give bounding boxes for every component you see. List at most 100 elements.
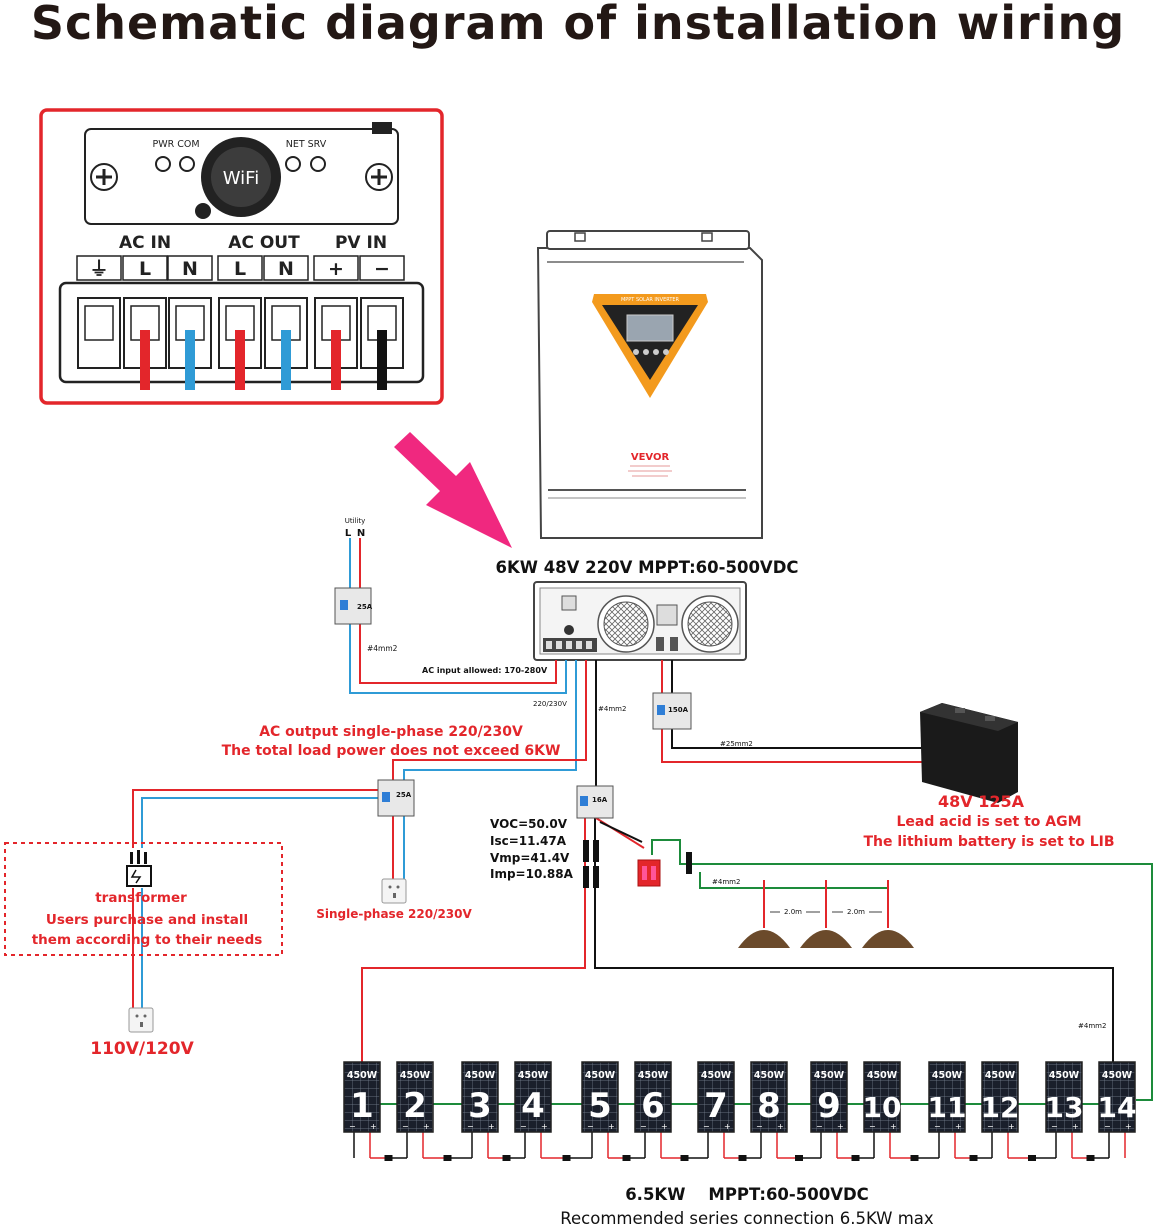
breaker-battery: 150A bbox=[652, 692, 692, 730]
panel-minus-icon: − bbox=[349, 1122, 356, 1131]
terminal-label-4: N bbox=[278, 258, 294, 280]
solar-panel-number-14: 14 bbox=[1098, 1091, 1137, 1124]
panel-plus-icon: + bbox=[423, 1122, 430, 1131]
transformer-icon bbox=[126, 850, 152, 887]
solar-panel-number-5: 5 bbox=[588, 1086, 612, 1126]
ac-output-line2: The total load power does not exceed 6KW bbox=[222, 743, 561, 759]
solar-panel-watt-6: 450W bbox=[638, 1070, 669, 1081]
pv-spec-isc: Isc=11.47A bbox=[490, 834, 567, 848]
panel-plus-icon: + bbox=[777, 1122, 784, 1131]
battery-note-agm: Lead acid is set to AGM bbox=[896, 814, 1081, 830]
panel-minus-icon: − bbox=[756, 1122, 763, 1131]
battery-spec: 48V 125A bbox=[938, 792, 1025, 811]
transformer-note2: them according to their needs bbox=[32, 932, 263, 948]
solar-panel-number-11: 11 bbox=[928, 1091, 967, 1124]
utility-wire-label: #4mm2 bbox=[367, 644, 398, 653]
transformer-box: transformer Users purchase and install t… bbox=[4, 842, 283, 956]
panel-plus-icon: + bbox=[488, 1122, 495, 1131]
terminal-block-6 bbox=[360, 297, 404, 390]
solar-panel-number-9: 9 bbox=[817, 1086, 841, 1126]
battery-icon bbox=[920, 703, 1018, 803]
panel-plus-icon: + bbox=[724, 1122, 731, 1131]
solar-panel-watt-3: 450W bbox=[465, 1070, 496, 1081]
panel-wire-label: #4mm2 bbox=[1078, 1022, 1106, 1030]
panel-minus-icon: − bbox=[934, 1122, 941, 1131]
panel-plus-icon: + bbox=[1008, 1122, 1015, 1131]
ac-input-label: AC input allowed: 170-280V bbox=[422, 666, 548, 675]
pv-wire-label: #4mm2 bbox=[598, 705, 626, 713]
pink-arrow-icon bbox=[394, 432, 512, 548]
inverter-spec: 6KW 48V 220V MPPT:60-500VDC bbox=[495, 558, 798, 577]
terminal-label-2: N bbox=[182, 258, 198, 280]
inverter-bottom bbox=[533, 581, 747, 661]
group-label-ac-in: AC IN bbox=[119, 233, 171, 253]
solar-panel-8: 450W 8− + bbox=[750, 1061, 788, 1133]
page-title: Schematic diagram of installation wiring bbox=[30, 0, 1126, 50]
solar-panel-watt-13: 450W bbox=[1049, 1070, 1080, 1081]
indicator-label-right: NET SRV bbox=[286, 139, 327, 150]
breaker-pv: 16A bbox=[576, 785, 614, 819]
breaker-pv-rating: 16A bbox=[592, 796, 608, 804]
solar-panel-watt-14: 450W bbox=[1102, 1070, 1133, 1081]
group-label-pv-in: PV IN bbox=[335, 233, 387, 253]
terminal-block-4 bbox=[264, 297, 308, 390]
ground-spacing-1: 2.0m bbox=[784, 908, 802, 916]
solar-panel-number-12: 12 bbox=[981, 1091, 1020, 1124]
utility-n-label: N bbox=[357, 528, 365, 539]
solar-panel-watt-4: 450W bbox=[518, 1070, 549, 1081]
terminal-block-0 bbox=[77, 297, 121, 369]
socket-icon bbox=[381, 878, 407, 904]
wifi-label: WiFi bbox=[223, 168, 259, 189]
battery-note-lib: The lithium battery is set to LIB bbox=[863, 834, 1114, 850]
socket-low-voltage-icon bbox=[128, 1007, 154, 1033]
ground-wire-label: #4mm2 bbox=[712, 878, 740, 886]
ground-pile-icons bbox=[738, 930, 914, 948]
inverter-brand: VEVOR bbox=[631, 452, 670, 463]
pv-spec-vmp: Vmp=41.4V bbox=[490, 851, 570, 865]
breaker-utility-rating: 25A bbox=[357, 603, 373, 611]
panel-minus-icon: − bbox=[587, 1122, 594, 1131]
panel-minus-icon: − bbox=[816, 1122, 823, 1131]
solar-panel-number-10: 10 bbox=[863, 1091, 902, 1124]
panel-plus-icon: + bbox=[608, 1122, 615, 1131]
pv-spec-imp: Imp=10.88A bbox=[490, 867, 574, 881]
terminal-label-1: L bbox=[139, 258, 151, 280]
ground-spacing-2: 2.0m bbox=[847, 908, 865, 916]
solar-panel-watt-8: 450W bbox=[754, 1070, 785, 1081]
transformer-note1: Users purchase and install bbox=[46, 912, 248, 928]
solar-panel-number-13: 13 bbox=[1045, 1091, 1084, 1124]
breaker-battery-rating: 150A bbox=[668, 706, 689, 714]
panel-plus-icon: + bbox=[890, 1122, 897, 1131]
panel-minus-icon: − bbox=[640, 1122, 647, 1131]
footer-spec: 6.5KW MPPT:60-500VDC bbox=[625, 1185, 869, 1204]
solar-panel-number-8: 8 bbox=[757, 1086, 781, 1126]
solar-panel-watt-11: 450W bbox=[932, 1070, 963, 1081]
panel-plus-icon: + bbox=[541, 1122, 548, 1131]
solar-panel-number-6: 6 bbox=[641, 1086, 665, 1126]
surge-protector bbox=[637, 859, 661, 887]
ac-output-line1: AC output single-phase 220/230V bbox=[259, 724, 523, 740]
screw-left-icon bbox=[90, 163, 118, 191]
panel-plus-icon: + bbox=[1125, 1122, 1132, 1131]
socket-label: Single-phase 220/230V bbox=[316, 907, 472, 921]
panel-plus-icon: + bbox=[955, 1122, 962, 1131]
group-label-ac-out: AC OUT bbox=[228, 233, 300, 253]
breaker-output: 25A bbox=[377, 779, 415, 817]
indicator-label-left: PWR COM bbox=[152, 139, 199, 150]
solar-panel-array: 450W1−+450W2−+450W3−+450W4−+450W5−+450W6… bbox=[343, 1061, 1137, 1133]
panel-minus-icon: − bbox=[869, 1122, 876, 1131]
panel-minus-icon: − bbox=[520, 1122, 527, 1131]
solar-panel-number-3: 3 bbox=[468, 1086, 492, 1126]
battery-wire-label: #25mm2 bbox=[720, 740, 753, 748]
solar-panel-watt-7: 450W bbox=[701, 1070, 732, 1081]
terminal-panel: PWR COM NET SRV WiFi AC IN AC OUT PV IN … bbox=[39, 108, 444, 405]
